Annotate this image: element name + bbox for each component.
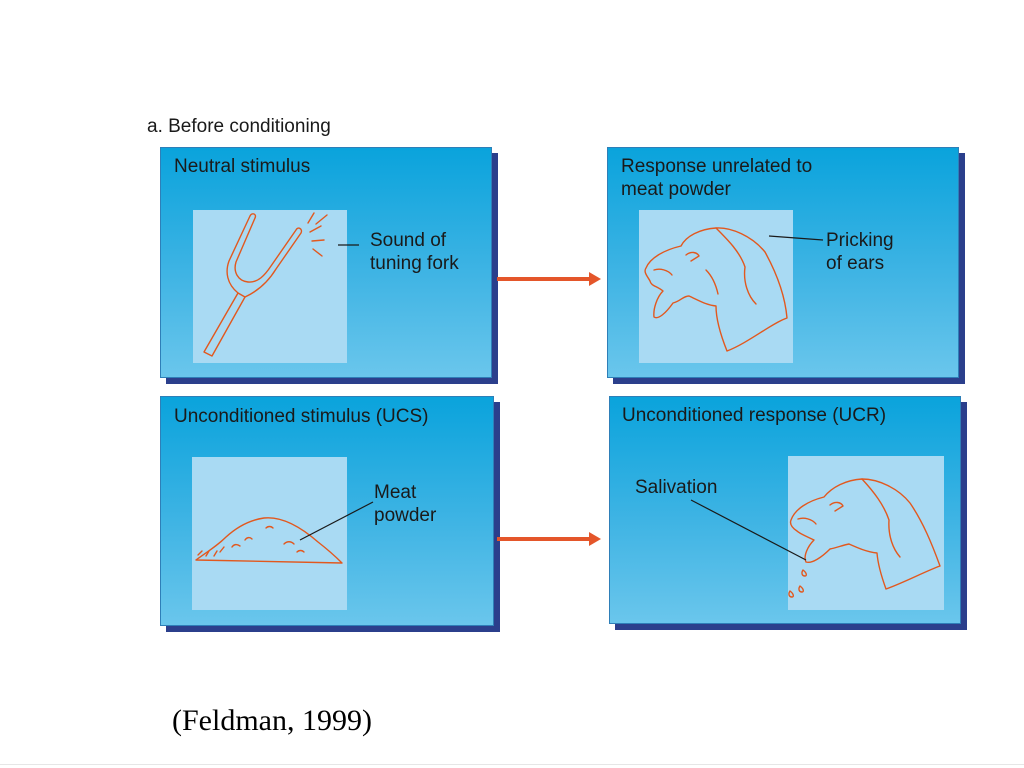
dog-ears-pricked-icon — [644, 227, 788, 352]
page-bottom-divider — [0, 764, 1024, 765]
arrow-neutral-to-response — [497, 272, 601, 286]
dog-salivating-icon — [788, 478, 941, 598]
leader-line-meat — [299, 501, 374, 541]
panel-title-response-unrelated: Response unrelated to meat powder — [621, 156, 813, 200]
inset-tuning-fork — [193, 210, 347, 363]
panel-unconditioned-response: Unconditioned response (UCR) Salivation — [609, 396, 961, 624]
panel-response-unrelated: Response unrelated to meat powder Pricki… — [607, 147, 959, 378]
panel-title-neutral-stimulus: Neutral stimulus — [174, 156, 311, 177]
arrow-ucs-to-ucr — [497, 532, 601, 546]
panel-unconditioned-stimulus: Unconditioned stimulus (UCS) Meat powder — [160, 396, 494, 626]
label-salivation: Salivation — [635, 477, 718, 498]
label-meat-powder: Meat powder — [374, 482, 437, 526]
leader-line-salivation — [690, 499, 807, 561]
sound-waves-icon — [307, 212, 328, 257]
diagram-heading: a. Before conditioning — [147, 116, 331, 137]
meat-powder-icon — [195, 517, 343, 564]
label-sound-of-tuning-fork: Sound of tuning fork — [370, 230, 459, 274]
panel-title-ucr: Unconditioned response (UCR) — [622, 405, 887, 426]
label-pricking-of-ears: Pricking of ears — [826, 230, 894, 274]
inset-meat-powder — [192, 457, 347, 610]
tuning-fork-icon — [203, 213, 303, 357]
panel-neutral-stimulus: Neutral stimulus Sound of tuning fork — [160, 147, 492, 378]
citation: (Feldman, 1999) — [172, 704, 372, 737]
leader-line-ears — [768, 235, 824, 241]
panel-title-ucs: Unconditioned stimulus (UCS) — [174, 406, 429, 427]
inset-dog-salivating — [788, 456, 944, 610]
